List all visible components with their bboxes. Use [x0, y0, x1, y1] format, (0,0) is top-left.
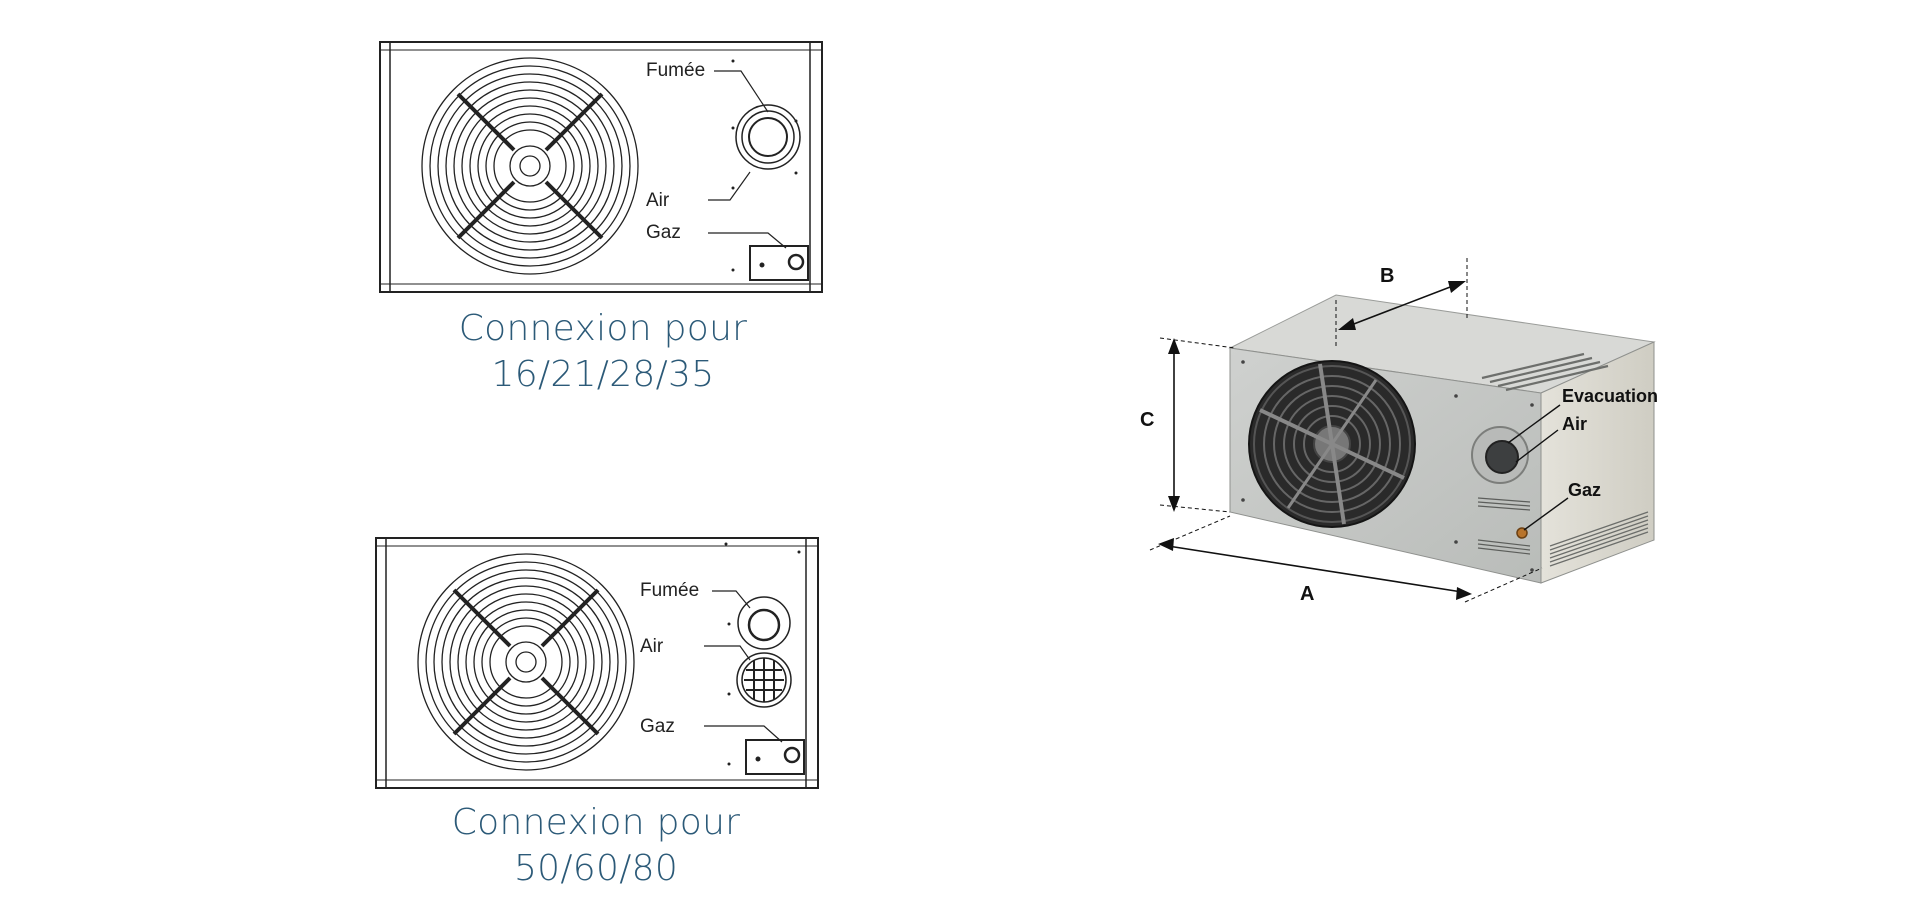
- dimension-a-label: A: [1300, 583, 1314, 605]
- schematic-bottom: Fumée Air Gaz: [374, 534, 824, 794]
- smoke-outlet-icon: [737, 596, 791, 650]
- front-grille-icon: [1477, 497, 1531, 555]
- caption-bottom: Connexion pour 50/60/80: [386, 800, 806, 892]
- dimension-c: [1159, 337, 1236, 513]
- caption-bottom-line2: 50/60/80: [513, 848, 679, 889]
- gas-connection-icon: [749, 245, 809, 281]
- caption-top-line2: 16/21/28/35: [491, 354, 715, 395]
- label-air: Air: [646, 190, 670, 211]
- schematic-top: Fumée Air Gaz: [378, 38, 828, 298]
- fan-grille-icon: [417, 553, 635, 771]
- caption-bottom-line1: Connexion pour: [451, 802, 741, 843]
- fan-grille-icon: [421, 57, 639, 275]
- label-smoke: Fumée: [646, 60, 705, 81]
- schematic-top-drawing: Fumée Air Gaz: [379, 41, 823, 293]
- unit-3d-diagram: C B A Evacuation Air Gaz: [1140, 250, 1700, 610]
- label-smoke: Fumée: [640, 580, 699, 601]
- unit-side-face: [1540, 341, 1655, 584]
- air-inlet-grille-icon: [736, 652, 792, 708]
- caption-top-line1: Connexion pour: [458, 308, 748, 349]
- top-vent-icon: [1481, 352, 1609, 392]
- label-gas: Gaz: [646, 222, 681, 243]
- dimension-b: [1335, 258, 1468, 348]
- dimension-a: [1149, 515, 1543, 603]
- gas-connection-icon: [745, 739, 805, 775]
- unit-3d-drawing: C B A Evacuation Air Gaz: [1140, 258, 1658, 605]
- label-air: Air: [1562, 414, 1587, 434]
- schematic-bottom-drawing: Fumée Air Gaz: [375, 537, 819, 789]
- evacuation-outlet-icon: [1471, 426, 1529, 484]
- dimension-c-label: C: [1140, 409, 1154, 431]
- fan-icon: [1248, 360, 1416, 528]
- label-gas: Gaz: [1568, 480, 1601, 500]
- label-gas: Gaz: [640, 716, 675, 737]
- side-grille-icon: [1549, 511, 1649, 567]
- dimension-b-label: B: [1380, 265, 1394, 287]
- caption-top: Connexion pour 16/21/28/35: [393, 306, 813, 398]
- label-air: Air: [640, 636, 664, 657]
- label-evacuation: Evacuation: [1562, 386, 1658, 406]
